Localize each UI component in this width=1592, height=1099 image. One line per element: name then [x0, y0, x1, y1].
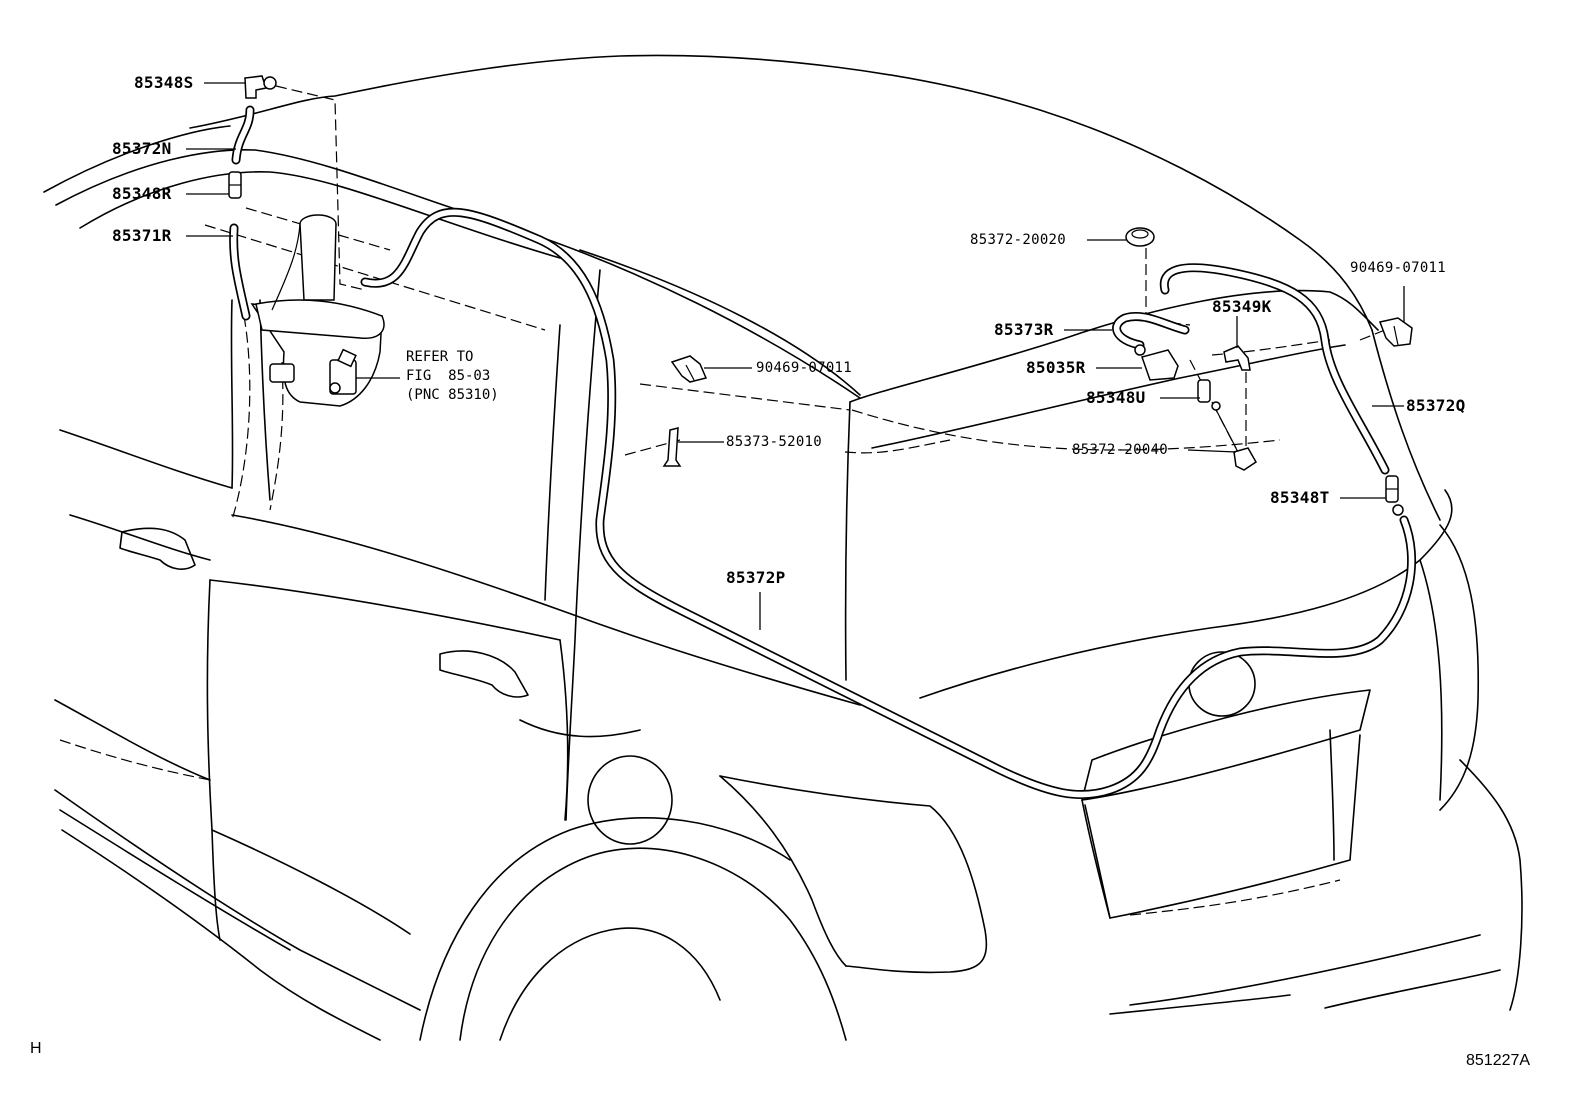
washer-hoses [229, 105, 1417, 800]
label-85349K: 85349K [1212, 297, 1272, 316]
label-85372-20040: 85372-20040 [1072, 442, 1169, 458]
corner-mark: H [30, 1040, 42, 1057]
leader-lines [186, 82, 1405, 630]
label-90469-07011-right: 90469-07011 [1350, 260, 1447, 276]
label-85372-20020: 85372-20020 [970, 232, 1067, 248]
figure-id: 851227A [1466, 1052, 1531, 1069]
reference-note: REFER TO FIG 85-03 (PNC 85310) [406, 348, 499, 405]
label-85348T: 85348T [1270, 488, 1330, 507]
label-85372Q: 85372Q [1406, 396, 1466, 415]
connectors-and-fittings [228, 75, 1413, 516]
label-85372N: 85372N [112, 139, 172, 158]
label-85348S: 85348S [134, 73, 194, 92]
washer-tank [250, 214, 385, 407]
label-85371R: 85371R [112, 226, 172, 245]
car-body [43, 54, 1523, 1041]
label-85372P: 85372P [726, 568, 786, 587]
label-85373-52010: 85373-52010 [726, 434, 823, 450]
label-85035R: 85035R [1026, 358, 1086, 377]
hidden-lines [59, 85, 1386, 916]
reference-line-1: REFER TO [406, 349, 474, 365]
label-85373R: 85373R [994, 320, 1054, 339]
label-90469-07011-left: 90469-07011 [756, 360, 853, 376]
label-85348U: 85348U [1086, 388, 1146, 407]
reference-line-2: FIG 85-03 [406, 368, 491, 384]
reference-line-3: (PNC 85310) [406, 387, 499, 403]
label-85348R: 85348R [112, 184, 172, 203]
